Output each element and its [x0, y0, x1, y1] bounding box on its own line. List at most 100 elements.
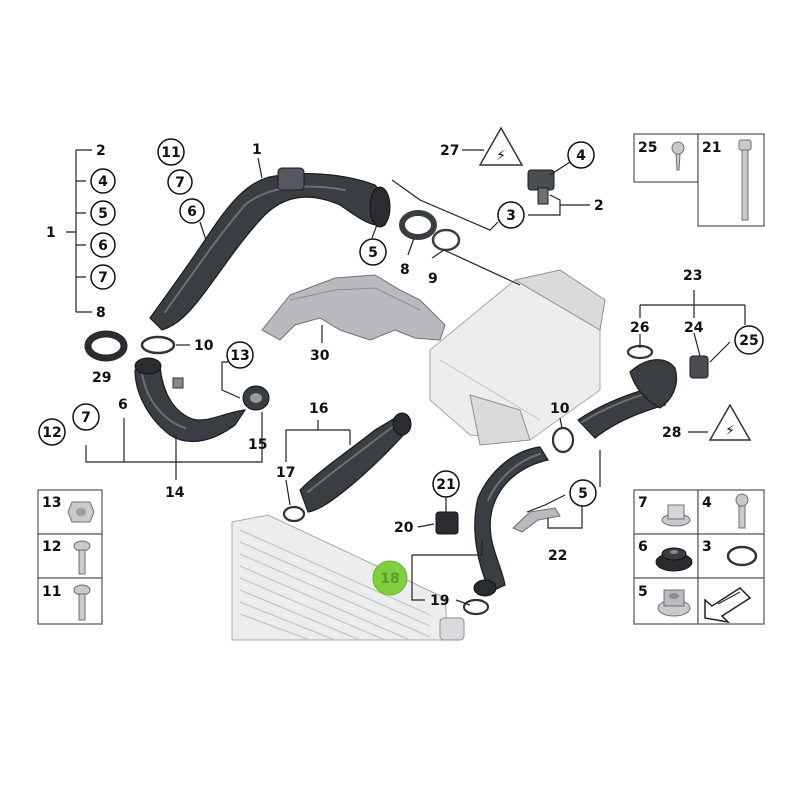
callout-label: 5 [368, 245, 378, 261]
legend-label: 4 [702, 495, 712, 511]
leader-lines [66, 149, 746, 606]
air-filter-housing [429, 269, 606, 446]
seal-10-right [551, 426, 575, 454]
callout-circle [497, 201, 525, 229]
legend-top: 25 21 [633, 133, 765, 227]
callout-label: 26 [630, 320, 649, 336]
callout-label: 6 [118, 397, 128, 413]
callout-label: 27 [440, 143, 459, 159]
legend-label: 11 [42, 584, 61, 600]
callout-label: 15 [248, 437, 267, 453]
svg-text:⚡: ⚡ [496, 148, 506, 164]
legend-left: 13 12 11 [37, 489, 103, 625]
warning-triangle-27: ⚡ [478, 126, 524, 166]
callout-label: 1 [252, 142, 262, 158]
callout-label: 11 [161, 145, 180, 161]
callout-label: 20 [394, 520, 414, 536]
clamp-ring-8 [399, 210, 437, 240]
callout-label: 30 [310, 348, 330, 364]
callout-label: 2 [96, 143, 106, 159]
callouts: 1 2 4 5 6 7 8 1 11 7 6 5 8 9 27 4 3 2 10… [38, 138, 764, 609]
seal-10-left [140, 335, 176, 355]
ring-29 [84, 330, 128, 362]
seal-19 [462, 598, 490, 616]
svg-text:⚡: ⚡ [725, 423, 735, 439]
callout-label: 21 [436, 477, 455, 493]
hose-right [577, 359, 678, 439]
callout-label: 5 [578, 486, 588, 502]
callout-circle [734, 325, 764, 355]
legend-label: 12 [42, 539, 61, 555]
callout-label: 6 [98, 238, 108, 254]
callout-label: 8 [400, 262, 410, 278]
legend-label: 3 [702, 539, 712, 555]
long-screw-icon [738, 139, 752, 221]
bolt-icon [73, 540, 91, 575]
callout-circle [90, 168, 116, 194]
seal-17 [282, 505, 306, 523]
callout-label: 1 [46, 225, 56, 241]
callout-circle [226, 341, 254, 369]
screw-icon [735, 493, 749, 529]
bracket-22 [512, 507, 561, 533]
callout-circle [90, 200, 116, 226]
hose-18 [473, 446, 549, 597]
grommet-icon [655, 547, 693, 572]
callout-label: 10 [550, 401, 570, 417]
callout-highlight-18 [372, 560, 408, 596]
callout-label: 14 [165, 485, 185, 501]
callout-label: 2 [594, 198, 604, 214]
elbow-hose-14 [134, 357, 247, 443]
legend-right: 7 4 6 3 5 [633, 489, 765, 625]
callout-label: 4 [98, 174, 108, 190]
legend-label: 6 [638, 539, 648, 555]
heat-shield [261, 274, 446, 341]
bolt-icon [73, 584, 91, 621]
seal-ring-9 [431, 228, 461, 252]
callout-label: 17 [276, 465, 295, 481]
callout-label: 12 [42, 425, 61, 441]
screw-bit [172, 377, 184, 389]
callout-label: 5 [98, 206, 108, 222]
callout-label: 23 [683, 268, 702, 284]
callout-circle [90, 264, 116, 290]
callout-label: 13 [230, 348, 249, 364]
callout-label: 28 [662, 425, 681, 441]
callout-label: 3 [506, 208, 516, 224]
callout-label: 7 [175, 175, 185, 191]
callout-label: 22 [548, 548, 567, 564]
bushing-icon [657, 589, 691, 617]
spacer-icon [661, 504, 691, 527]
sensor-24 [689, 355, 709, 379]
nut-icon [67, 501, 95, 523]
callout-label: 7 [98, 270, 108, 286]
clip-20 [435, 511, 459, 535]
charge-pipe-main [149, 167, 391, 331]
callout-circle [72, 403, 100, 431]
callout-circle [432, 470, 460, 498]
callout-circle [179, 198, 205, 224]
intercooler [231, 514, 465, 641]
cap-15 [242, 385, 270, 411]
callout-circle [567, 141, 595, 169]
callout-label: 16 [309, 401, 328, 417]
legend-label: 7 [638, 495, 648, 511]
screw-icon [671, 141, 685, 171]
callout-circle [157, 138, 185, 166]
callout-label: 19 [430, 593, 449, 609]
callout-label: 6 [187, 204, 197, 220]
callout-label: 8 [96, 305, 106, 321]
callout-label: 25 [739, 333, 758, 349]
callout-label: 29 [92, 370, 111, 386]
callout-label: 24 [684, 320, 704, 336]
callout-label: 9 [428, 271, 438, 287]
callout-label: 10 [194, 338, 214, 354]
legend-label: 21 [702, 140, 721, 156]
arrow-icon [704, 587, 752, 624]
callout-circle [38, 418, 66, 446]
callout-label: 7 [81, 410, 91, 426]
legend-label: 13 [42, 495, 61, 511]
legend-label: 25 [638, 140, 657, 156]
warning-triangle-28: ⚡ [708, 403, 752, 441]
